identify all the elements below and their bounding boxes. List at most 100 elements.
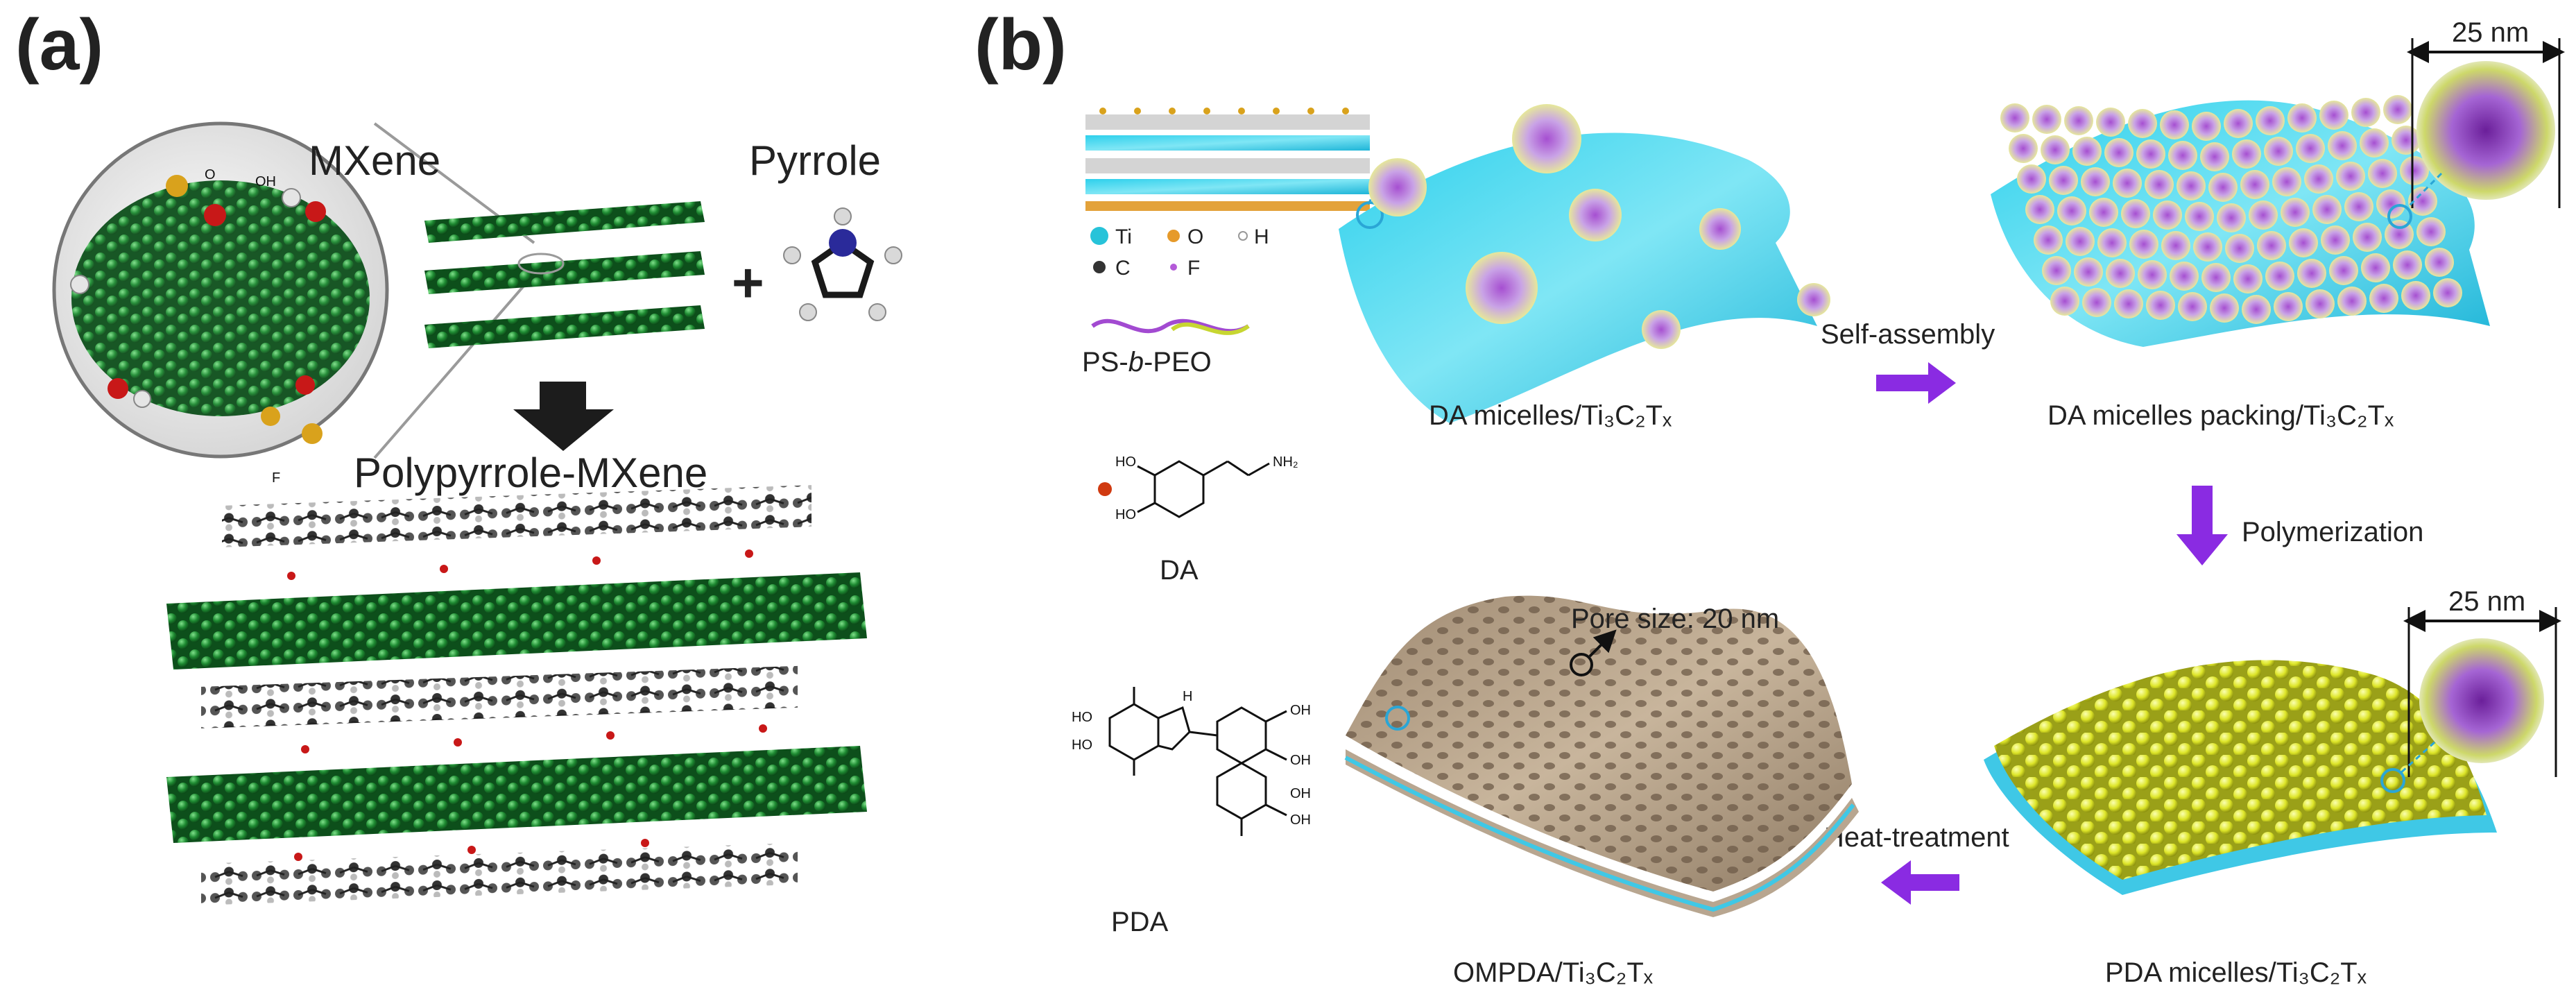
packed-micelle	[2287, 103, 2317, 133]
packed-micelle	[2337, 287, 2367, 316]
da-label: DA	[1160, 555, 1199, 586]
packed-micelle	[2400, 156, 2429, 185]
packed-micelle	[2034, 225, 2063, 255]
packed-micelle	[2210, 293, 2239, 323]
packed-micelle	[2145, 170, 2174, 199]
micelle	[1569, 189, 1622, 241]
packed-micelle	[2096, 108, 2125, 137]
pda-oh-4: OH	[1290, 812, 1311, 828]
packed-micelle	[2328, 131, 2357, 160]
da-ho-top: HO	[1115, 454, 1136, 470]
packed-micelle	[2074, 257, 2103, 287]
micelle	[1699, 208, 1741, 250]
packed-micelle	[2304, 164, 2333, 194]
packed-micelle	[2256, 106, 2285, 135]
micelle	[1797, 283, 1830, 316]
stage3-caption: PDA micelles/Ti₃C₂Tₓ	[2105, 957, 2367, 988]
micelle	[1642, 310, 1681, 349]
micelle	[1512, 104, 1581, 173]
scale-bottom-label: 25 nm	[2448, 586, 2525, 617]
pda-nh: H	[1183, 689, 1192, 704]
packed-micelle	[2344, 192, 2373, 221]
packed-micelle	[2401, 281, 2430, 310]
packed-micelle	[2129, 230, 2158, 259]
packed-micelle	[2240, 170, 2269, 199]
packed-micelle	[2082, 288, 2111, 317]
packed-micelle	[2393, 250, 2422, 280]
scale-top-label: 25 nm	[2452, 17, 2529, 48]
packed-micelle	[2416, 217, 2446, 246]
stage4-caption: OMPDA/Ti₃C₂Tₓ	[1453, 957, 1654, 988]
polypyrrole-mxene-composite	[166, 485, 867, 905]
self-assembly-label: Self-assembly	[1821, 319, 1995, 350]
legend-f: F	[1187, 257, 1200, 280]
copolymer-label: PS-b-PEO	[1082, 347, 1212, 377]
packed-micelle	[2408, 187, 2437, 216]
packed-micelle	[2376, 189, 2405, 219]
copolymer-chain-icon	[1091, 318, 1250, 334]
mxene-layer-stack	[424, 201, 705, 348]
stage2-caption: DA micelles packing/Ti₃C₂Tₓ	[2047, 400, 2394, 431]
packed-micelle	[2264, 137, 2293, 166]
scale-bar-bottom: 25 nm	[2380, 586, 2561, 793]
atom-legend: Ti O H C F	[1090, 225, 1269, 280]
mxene-label: MXene	[309, 137, 440, 184]
pda-structure	[1108, 687, 1287, 836]
packed-micelle	[2153, 201, 2182, 230]
packed-micelle	[2249, 201, 2278, 230]
legend-c: C	[1115, 257, 1131, 280]
packed-micelle	[2176, 171, 2206, 201]
packed-micelle	[2217, 203, 2246, 232]
packed-micelle	[2106, 259, 2135, 288]
pda-micelle-zoom	[2419, 638, 2544, 763]
packed-micelle	[2064, 106, 2093, 135]
packed-micelle	[2097, 228, 2127, 257]
packed-micelle	[2170, 262, 2199, 291]
packed-micelle	[2257, 231, 2286, 260]
packed-micelle	[2192, 112, 2221, 141]
panel-a-label: (a)	[15, 5, 103, 85]
packed-micelle	[2392, 126, 2421, 155]
stage4-sheet	[1344, 595, 1859, 917]
micelle	[1368, 158, 1427, 216]
legend-o: O	[1187, 225, 1203, 248]
packed-micelle	[2057, 196, 2086, 225]
packed-micelle	[2160, 110, 2189, 139]
packed-micelle	[2128, 109, 2157, 138]
da-ho-bottom: HO	[1115, 507, 1136, 522]
packed-micelle	[2000, 103, 2029, 133]
pda-oh-2: OH	[1290, 753, 1311, 768]
packed-micelle	[2136, 139, 2165, 169]
packed-micelle	[2208, 173, 2238, 202]
ti-icon	[1090, 227, 1108, 245]
packed-micelle	[2385, 220, 2414, 249]
pyrrole-molecule-icon	[783, 207, 902, 321]
packed-micelle	[2168, 141, 2197, 170]
packed-micelle	[2089, 198, 2118, 227]
packed-micelle	[2050, 287, 2079, 316]
packed-micelle	[2138, 260, 2167, 289]
packed-micelle	[2360, 128, 2389, 157]
packed-micelle	[2193, 232, 2222, 262]
packed-micelle	[2297, 259, 2326, 288]
packed-micelle	[2066, 227, 2095, 256]
micelle-zoom	[2416, 61, 2555, 200]
polymerization-arrow	[2176, 486, 2228, 565]
pda-ho-2: HO	[1072, 738, 1092, 753]
packed-micelle	[2305, 289, 2335, 318]
packed-micelle	[2353, 223, 2382, 252]
packed-micelle	[2351, 98, 2380, 127]
dopamine-structure	[1137, 460, 1270, 518]
packed-micelle	[2242, 295, 2271, 324]
packed-micelle	[2161, 231, 2190, 260]
packed-micelle	[2072, 137, 2102, 166]
self-assembly-arrow	[1876, 362, 1956, 404]
down-arrow-a	[513, 382, 614, 451]
heat-treatment-arrow	[1881, 860, 1959, 905]
packed-micelle	[2232, 139, 2261, 169]
packed-micelle	[2383, 95, 2412, 124]
packed-micelle	[2336, 162, 2365, 191]
packed-micelle	[2361, 253, 2390, 282]
packed-micelle	[2041, 135, 2070, 164]
packed-micelle	[2368, 159, 2397, 188]
